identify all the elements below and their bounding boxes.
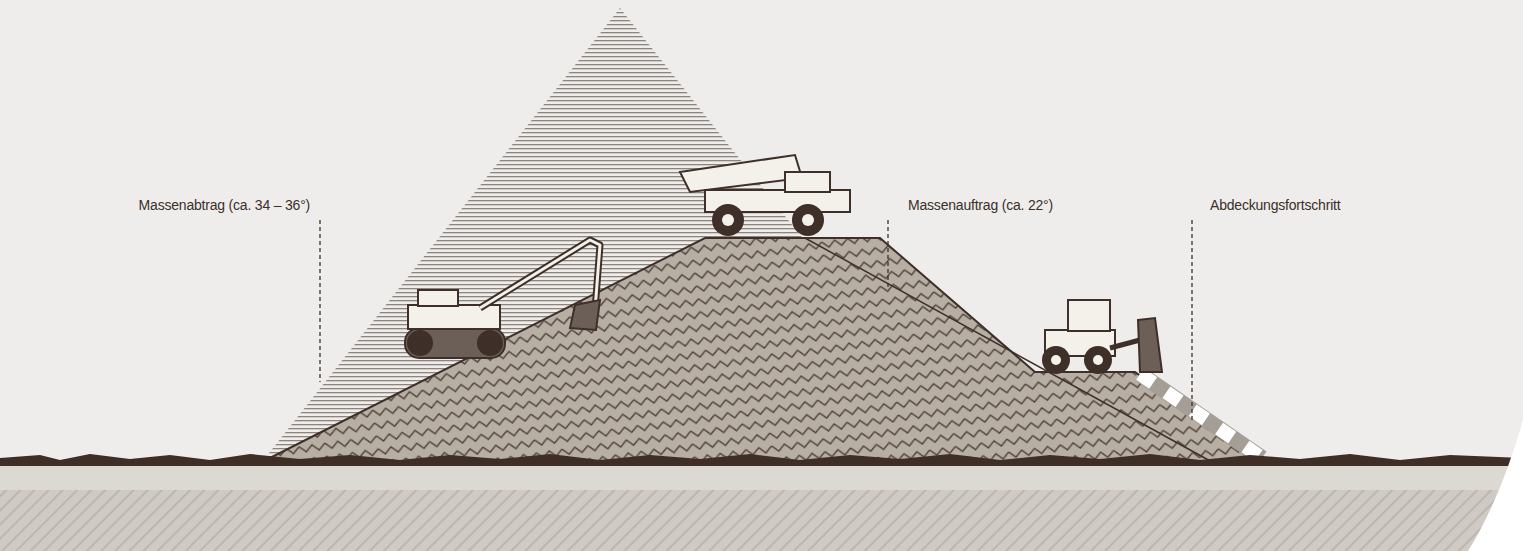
excavator-body bbox=[408, 305, 500, 329]
dozer bbox=[1042, 300, 1162, 374]
cover-strip bbox=[1140, 374, 1262, 458]
truck-cab bbox=[785, 172, 830, 192]
topsoil-band bbox=[0, 462, 1523, 492]
excavator-boom-inner bbox=[480, 240, 600, 310]
leader-line bbox=[887, 220, 888, 290]
dump-truck bbox=[680, 155, 850, 236]
dozer-hub bbox=[1093, 355, 1103, 365]
annotation-label: Massenabtrag (ca. 34 – 36°) bbox=[139, 197, 310, 214]
subsoil-hatch bbox=[0, 490, 1523, 551]
leader-line bbox=[1191, 220, 1192, 420]
dozer-arm bbox=[1110, 340, 1140, 348]
spoil-heap bbox=[262, 238, 1262, 462]
annotation-label: Massenauftrag (ca. 22°) bbox=[908, 197, 1053, 214]
truck-wheel bbox=[792, 204, 824, 236]
dozer-wheel bbox=[1042, 346, 1070, 374]
excavator-wheel bbox=[407, 330, 433, 356]
page-cut bbox=[1468, 420, 1523, 551]
grass-line bbox=[0, 454, 1523, 466]
annotation-label: Abdeckungsfortschritt bbox=[1210, 197, 1340, 214]
dozer-blade bbox=[1138, 318, 1162, 372]
dozer-cab bbox=[1068, 300, 1110, 331]
excavator-wheel bbox=[477, 330, 503, 356]
excavator-boom bbox=[480, 240, 600, 310]
dozer-wheel bbox=[1084, 346, 1112, 374]
excavator bbox=[405, 240, 600, 358]
excavator-track bbox=[405, 328, 505, 358]
cover-strip-dash bbox=[1140, 374, 1262, 458]
truck-hub bbox=[802, 214, 814, 226]
leader-line bbox=[319, 220, 320, 382]
excavator-bucket bbox=[570, 300, 600, 330]
truck-wheel bbox=[712, 204, 744, 236]
excavator-cab bbox=[418, 290, 458, 306]
dump-front-line bbox=[805, 238, 1212, 462]
truck-hub bbox=[722, 214, 734, 226]
dozer-hub bbox=[1051, 355, 1061, 365]
truck-bed bbox=[680, 155, 802, 192]
